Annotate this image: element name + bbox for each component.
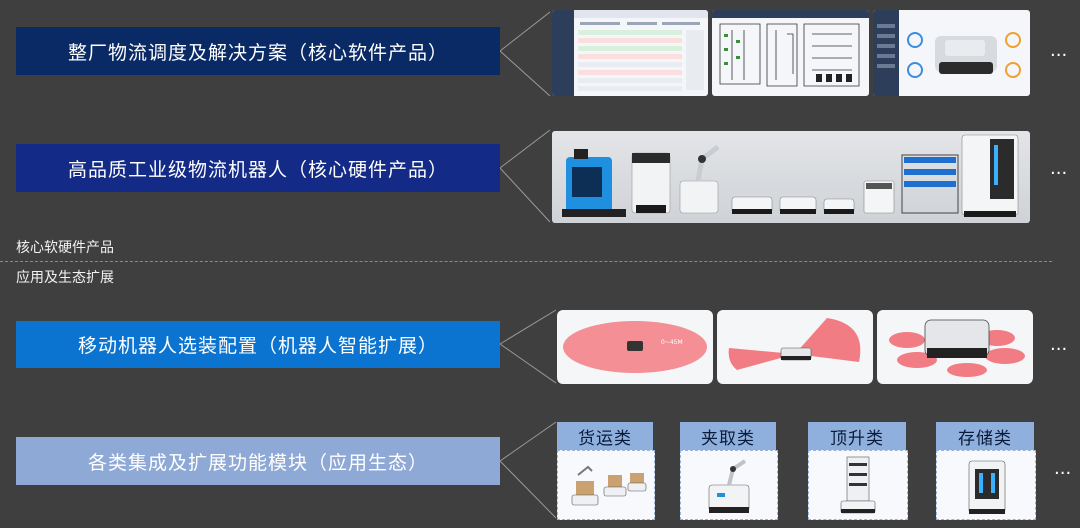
- connector-line: [499, 167, 551, 223]
- connector-line: [499, 129, 551, 169]
- panel-sensor-fan: [717, 310, 873, 384]
- category-tag-lifting: 顶升类: [808, 422, 906, 450]
- connector-line: [499, 50, 551, 97]
- more-options-ellipsis: ...: [1050, 334, 1068, 355]
- software-screenshot-robot-status: [873, 10, 1030, 96]
- connector-line: [499, 11, 551, 52]
- robot-lineup-image: [552, 131, 1030, 223]
- category-image-lifting: [808, 450, 908, 520]
- connector-line: [499, 309, 557, 345]
- category-image-transport: [557, 450, 655, 520]
- connector-line: [499, 421, 557, 462]
- section-divider: [0, 261, 1052, 262]
- row-label-options: 移动机器人选装配置（机器人智能扩展）: [16, 321, 500, 368]
- range-note: 0~45M: [661, 339, 683, 346]
- more-hardware-ellipsis: ...: [1050, 158, 1068, 179]
- section-label-core: 核心软硬件产品: [16, 240, 114, 256]
- robot-forklift: [562, 149, 626, 217]
- software-screenshot-dispatch-table: [552, 10, 708, 96]
- more-modules-ellipsis: ...: [1054, 458, 1072, 479]
- category-image-picking: [680, 450, 778, 520]
- software-screenshot-layout-map: [712, 10, 869, 96]
- panel-laser-range: 0~45M: [557, 310, 713, 384]
- category-tag-transport: 货运类: [557, 422, 653, 450]
- panel-obstacle-zones: [877, 310, 1033, 384]
- row-label-hardware: 高品质工业级物流机器人（核心硬件产品）: [16, 144, 500, 192]
- row-label-ecosystem: 各类集成及扩展功能模块（应用生态）: [16, 437, 500, 485]
- category-image-storage: [936, 450, 1036, 520]
- section-label-ecosystem: 应用及生态扩展: [16, 270, 114, 286]
- category-tag-picking: 夹取类: [680, 422, 776, 450]
- category-tag-storage: 存储类: [936, 422, 1034, 450]
- connector-line: [499, 343, 557, 384]
- row-label-software: 整厂物流调度及解决方案（核心软件产品）: [16, 27, 500, 75]
- connector-line: [499, 460, 557, 519]
- more-software-ellipsis: ...: [1050, 40, 1068, 61]
